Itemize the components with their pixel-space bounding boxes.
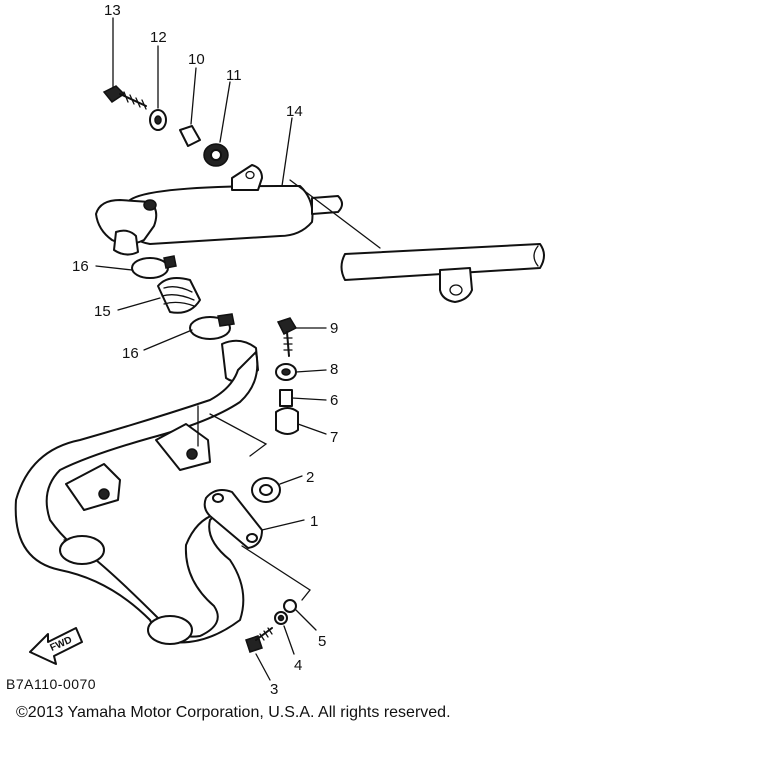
callout-2: 2 (306, 469, 314, 486)
diagram-code: B7A110-0070 (6, 676, 97, 692)
callout-4: 4 (294, 657, 302, 674)
callout-9: 9 (330, 320, 338, 337)
frame-tube (340, 243, 545, 303)
callout-3: 3 (270, 681, 278, 698)
clamps-and-joint (131, 255, 235, 340)
callout-labels: 13 12 10 11 14 16 15 16 9 8 6 7 2 1 5 4 … (72, 2, 338, 698)
fwd-arrow-icon: FWD (29, 627, 83, 665)
callout-8: 8 (330, 361, 338, 378)
callout-6: 6 (330, 392, 338, 409)
exhaust-pipe (14, 339, 259, 645)
leader-lines (95, 17, 381, 681)
callout-16-lower: 16 (122, 345, 139, 362)
callout-5: 5 (318, 633, 326, 650)
bracket-hardware (275, 317, 299, 435)
flange-fasteners (245, 599, 297, 653)
exhaust-flange (203, 477, 281, 549)
muffler (95, 164, 343, 256)
callout-16-upper: 16 (72, 258, 89, 275)
copyright-notice: ©2013 Yamaha Motor Corporation, U.S.A. A… (16, 704, 451, 721)
callout-15: 15 (94, 303, 111, 320)
callout-7: 7 (330, 429, 338, 446)
muffler-mount-hardware (102, 85, 229, 167)
callout-13: 13 (104, 2, 121, 19)
callout-12: 12 (150, 29, 167, 46)
callout-11: 11 (226, 67, 242, 84)
callout-1: 1 (310, 513, 318, 530)
callout-10: 10 (188, 51, 205, 68)
callout-14: 14 (286, 103, 303, 120)
